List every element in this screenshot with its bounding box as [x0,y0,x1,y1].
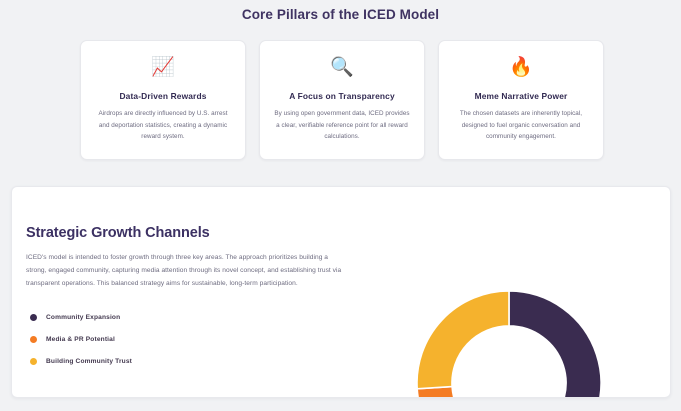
legend-item-community-expansion[interactable]: Community Expansion [26,307,361,329]
pillar-card-a-focus-on-transparency[interactable]: 🔍 A Focus on Transparency By using open … [259,40,425,160]
pillar-card-data-driven-rewards[interactable]: 📈 Data-Driven Rewards Airdrops are direc… [80,40,246,160]
growth-channels-donut-chart[interactable] [407,281,611,398]
pillar-card-description: By using open government data, ICED prov… [274,110,410,141]
legend-item-label: Community Expansion [46,314,121,322]
legend-item-label: Media & PR Potential [46,336,115,344]
pillar-card-meme-narrative-power[interactable]: 🔥 Meme Narrative Power The chosen datase… [438,40,604,160]
pillar-card-description: Airdrops are directly influenced by U.S.… [98,110,228,141]
pillar-card-title: A Focus on Transparency [289,91,395,101]
legend-item-building-community-trust[interactable]: Building Community Trust [26,351,361,373]
pillar-card-title: Meme Narrative Power [474,91,568,101]
chart-legend: Community Expansion Media & PR Potential… [26,307,361,373]
panel-description: ICED's model is intended to foster growt… [26,254,342,288]
legend-swatch-icon [30,314,37,322]
legend-item-label: Building Community Trust [46,358,133,366]
panel-text-column: Strategic Growth Channels ICED's model i… [26,225,361,373]
pillar-card-list: 📈 Data-Driven Rewards Airdrops are direc… [80,40,604,160]
pillar-card-description: The chosen datasets are inherently topic… [459,110,583,141]
chart-increasing-icon: 📈 [151,57,175,78]
strategic-growth-channels-panel: Strategic Growth Channels ICED's model i… [11,186,671,398]
legend-swatch-icon [30,336,37,344]
donut-slice[interactable] [508,290,602,398]
pillar-card-title: Data-Driven Rewards [119,91,207,101]
donut-slice[interactable] [416,385,563,398]
page-title: Core Pillars of the ICED Model [241,7,440,22]
donut-chart-svg [416,290,602,398]
fire-icon: 🔥 [509,57,533,78]
magnifying-glass-icon: 🔍 [330,57,354,78]
panel-title: Strategic Growth Channels [26,225,210,241]
donut-slice[interactable] [416,290,510,390]
legend-item-media-pr-potential[interactable]: Media & PR Potential [26,329,361,351]
legend-swatch-icon [30,358,37,366]
